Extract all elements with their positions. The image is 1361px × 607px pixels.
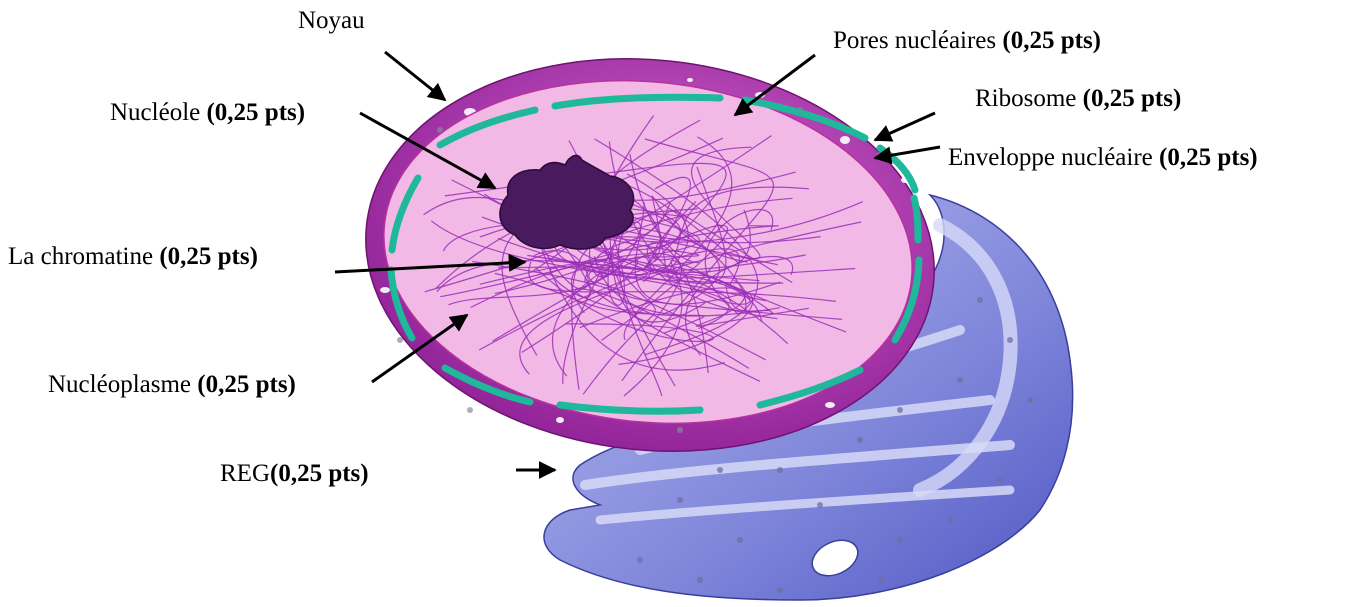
arrow-noyau bbox=[385, 52, 445, 100]
label-nucleole-name: Nucléole bbox=[110, 99, 200, 126]
label-nucleoplasme: Nucléoplasme (0,25 pts) bbox=[48, 372, 296, 397]
label-noyau: Noyau bbox=[298, 8, 365, 33]
label-chromatine-pts: (0,25 pts) bbox=[159, 243, 258, 270]
label-pores-name: Pores nucléaires bbox=[833, 27, 996, 54]
label-chromatine-name: La chromatine bbox=[8, 243, 153, 270]
label-pores-pts: (0,25 pts) bbox=[1002, 27, 1101, 54]
label-ribosome: Ribosome (0,25 pts) bbox=[975, 86, 1181, 111]
label-nucleoplasme-name: Nucléoplasme bbox=[48, 371, 191, 398]
arrow-ribosome bbox=[875, 113, 935, 140]
label-reg: REG(0,25 pts) bbox=[220, 461, 369, 486]
label-ribosome-pts: (0,25 pts) bbox=[1083, 85, 1182, 112]
label-nucleole: Nucléole (0,25 pts) bbox=[110, 100, 305, 125]
label-reg-name: REG bbox=[220, 460, 270, 487]
label-nucleoplasme-pts: (0,25 pts) bbox=[197, 371, 296, 398]
label-noyau-name: Noyau bbox=[298, 7, 365, 34]
label-chromatine: La chromatine (0,25 pts) bbox=[8, 244, 258, 269]
label-reg-pts: (0,25 pts) bbox=[270, 460, 369, 487]
label-enveloppe-pts: (0,25 pts) bbox=[1159, 144, 1258, 171]
label-enveloppe-name: Enveloppe nucléaire bbox=[948, 144, 1153, 171]
label-pores: Pores nucléaires (0,25 pts) bbox=[833, 28, 1101, 53]
label-nucleole-pts: (0,25 pts) bbox=[206, 99, 305, 126]
label-ribosome-name: Ribosome bbox=[975, 85, 1076, 112]
label-enveloppe: Enveloppe nucléaire (0,25 pts) bbox=[948, 145, 1258, 170]
